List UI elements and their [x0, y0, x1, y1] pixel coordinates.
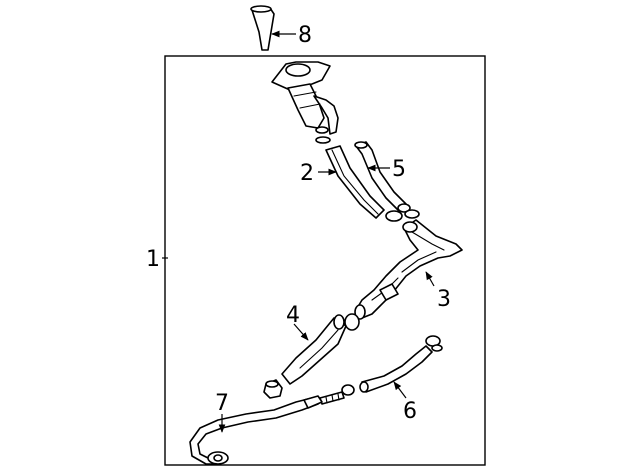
callout-8: 8: [298, 23, 312, 48]
callout-6: 6: [403, 399, 417, 424]
callout-7: 7: [215, 391, 229, 416]
callout-4: 4: [286, 303, 300, 328]
part-7-vent-tube: [189, 395, 323, 465]
leader-3: [425, 271, 435, 287]
filler-neck-housing: [271, 61, 339, 135]
leader-6: [393, 381, 407, 399]
part-6-vent-pipe: [359, 345, 433, 393]
part-2-filler-hose: [325, 145, 385, 219]
callout-2: 2: [300, 161, 314, 186]
leader-4: [293, 323, 309, 341]
callout-5: 5: [392, 157, 406, 182]
callout-3: 3: [437, 287, 451, 312]
part-4-lower-hose: [281, 314, 347, 385]
part-3-filler-pipe: [354, 219, 463, 320]
clamp-middle: [344, 313, 360, 331]
hose-clamp-ring: [315, 136, 331, 144]
clamps-upper: [385, 203, 420, 222]
clamps-lower: [319, 384, 355, 405]
clamp-small-upper: [425, 335, 443, 352]
assembly-frame: [164, 55, 486, 466]
vent-cap: [263, 379, 283, 399]
part-8-filler-cap: [250, 5, 275, 51]
callout-1: 1: [146, 247, 160, 272]
